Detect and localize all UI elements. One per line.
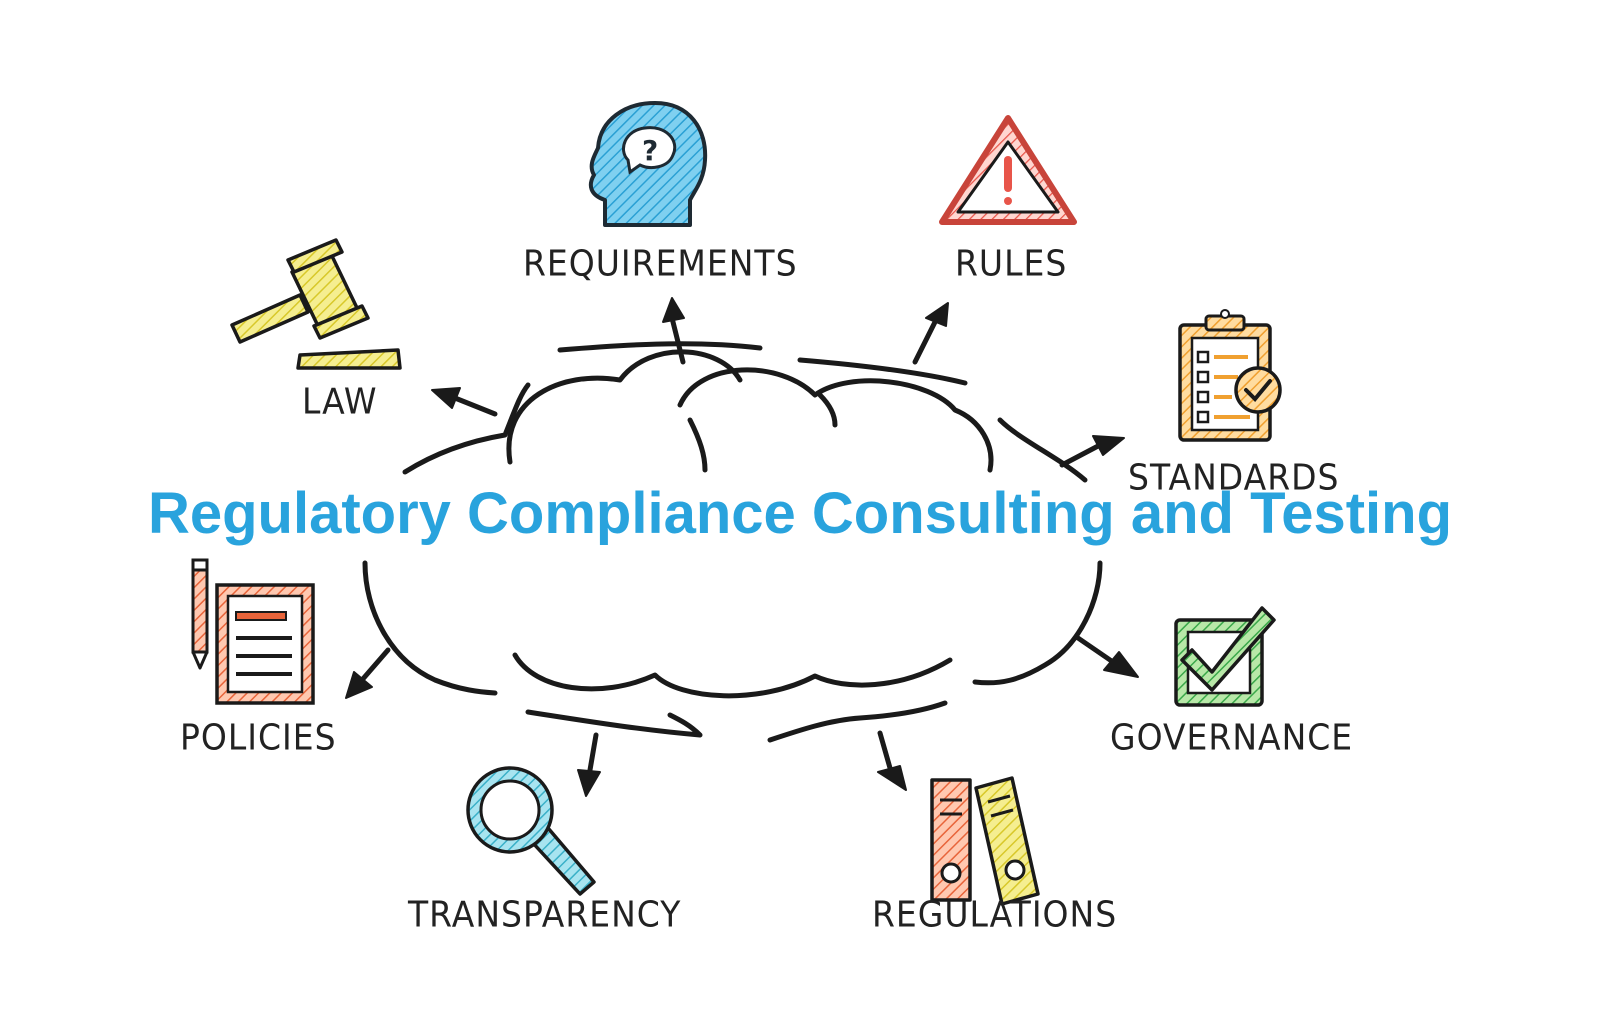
arrow-governance	[1075, 635, 1139, 678]
magnifier-icon	[466, 766, 596, 896]
label-requirements: REQUIREMENTS	[523, 242, 798, 285]
svg-text:?: ?	[642, 134, 658, 167]
warning-triangle-icon	[939, 115, 1077, 225]
label-regulations: REGULATIONS	[872, 893, 1118, 936]
arrow-regulations	[877, 730, 907, 791]
document-pencil-icon	[191, 558, 315, 705]
arrow-requirements	[662, 297, 686, 365]
gavel-icon	[230, 238, 402, 370]
label-policies: POLICIES	[180, 716, 337, 759]
arrow-law	[431, 387, 498, 417]
binders-icon	[930, 776, 1040, 906]
arrow-policies	[345, 647, 391, 699]
label-law: LAW	[302, 380, 378, 423]
arrow-transparency	[577, 732, 601, 797]
label-standards: STANDARDS	[1128, 456, 1340, 499]
diagram-title: Regulatory Compliance Consulting and Tes…	[147, 481, 1452, 546]
arrow-standards	[1059, 435, 1125, 468]
arrow-rules	[912, 302, 949, 365]
label-rules: RULES	[955, 242, 1068, 285]
label-governance: GOVERNANCE	[1110, 716, 1354, 759]
clipboard-checklist-icon	[1178, 309, 1282, 442]
checkbox-check-icon	[1174, 606, 1276, 707]
central-cloud	[362, 341, 1103, 743]
head-question-icon: ?	[588, 101, 708, 227]
label-transparency: TRANSPARENCY	[408, 893, 682, 936]
